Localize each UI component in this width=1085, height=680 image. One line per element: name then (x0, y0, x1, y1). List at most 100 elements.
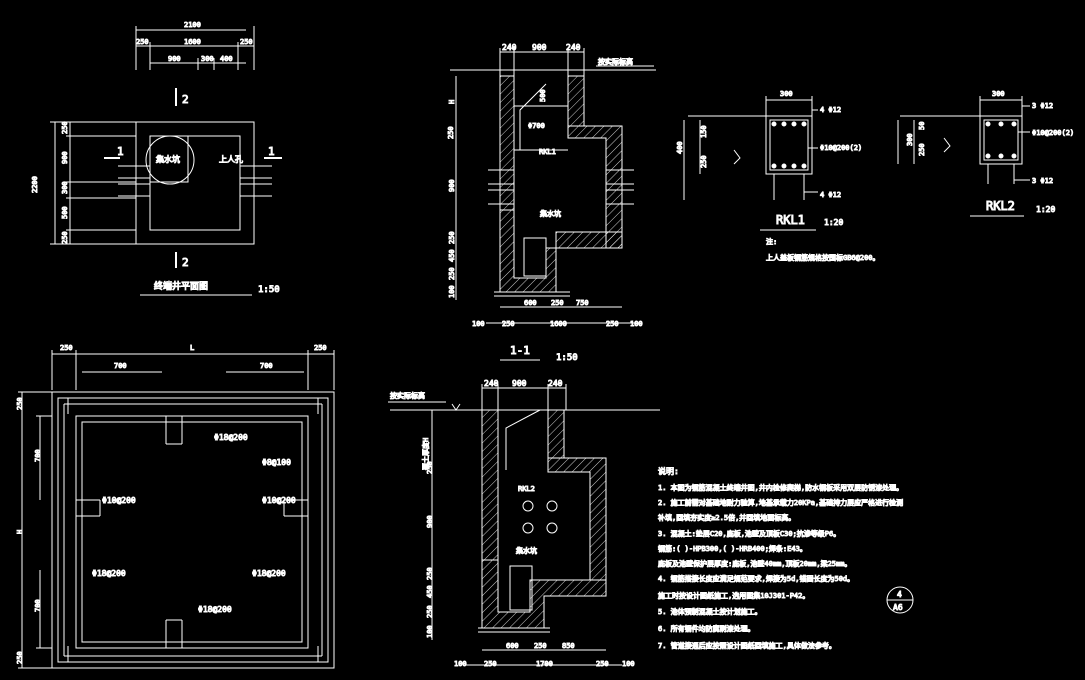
s11-dim-bot1-1: 600 (524, 299, 537, 307)
s22-dim-left-4: 450 (426, 585, 434, 598)
s11-dim-bot2-3: 1600 (550, 320, 567, 328)
plan-dim-l4: 500 (61, 206, 69, 219)
s11-dim-bot2-5: 100 (630, 320, 643, 328)
slab-rebar-6: Φ18@200 (252, 569, 286, 578)
s22-dim-top-2: 900 (512, 379, 527, 388)
s11-dim-top-1: 240 (502, 43, 517, 52)
plan-section-mark-top: 2 (182, 93, 189, 106)
rkl2-stirrup: Φ10@200(2) (1032, 129, 1074, 137)
slab-rebar-5: Φ18@200 (92, 569, 126, 578)
plan-dim-f: 400 (220, 55, 233, 63)
rkl1-title: RKL1 (776, 213, 805, 227)
rkl1-bar-bottom: 4 Φ12 (820, 191, 841, 199)
s22-dim-bot1-3: 850 (562, 642, 575, 650)
plan-dim-e: 300 (201, 55, 214, 63)
slab-rebar-7: Φ18@200 (198, 605, 232, 614)
slab-plan: 250 L 250 700 700 250 700 H 700 250 Φ18@… (16, 344, 335, 669)
s22-label-rkl2: RKL2 (518, 485, 535, 493)
rkl2-bar-bottom: 3 Φ12 (1032, 177, 1053, 185)
plan-dim-a: 250 (136, 38, 149, 46)
rkl2-left-dim-3: 250 (918, 143, 926, 156)
note-line-1: 1. 本图为钢筋混凝土终端井图,井内检修爬梯,防水钢板采用双层防锈漆处理。 (658, 483, 903, 492)
s22-label-sump: 集水坑 (516, 546, 537, 555)
s22-ground-note: 按实际标高 (390, 391, 425, 400)
s22-dim-bot1-2: 250 (534, 642, 547, 650)
s22-dim-left-2: 900 (426, 515, 434, 528)
plan-dim-height: 2200 (31, 176, 39, 193)
s22-dim-bot2-1: 100 (454, 660, 467, 668)
rkl1-stirrup: Φ10@200(2) (820, 144, 862, 152)
note-line-6: 底板及池壁保护层厚度:底板,池壁40mm,顶板20mm,梁25mm。 (658, 559, 851, 568)
plan-dim-l5: 250 (61, 231, 69, 244)
plan-sump-label: 集水坑 (156, 154, 180, 164)
slab-dim-left-1: 250 (16, 397, 24, 410)
s11-dim-top-3: 240 (566, 43, 581, 52)
slab-rebar-4: Φ10@200 (102, 496, 136, 505)
plan-dim-total: 2100 (184, 21, 201, 29)
s11-dim-left-6: 100 (448, 285, 456, 298)
slab-dim-left-H: H (16, 530, 24, 534)
s11-ground-note: 按实际标高 (598, 57, 633, 66)
s11-label-sump: 集水坑 (540, 209, 561, 218)
s22-dim-left-3: 250 (426, 567, 434, 580)
slab-rebar-1: Φ18@200 (214, 433, 248, 442)
slab-rebar-3: Φ10@200 (262, 496, 296, 505)
note-line-3: 补填,回填夯实度≥2.5倍,并回填地面标高。 (658, 513, 795, 522)
slab-dim-top-2: 250 (314, 344, 327, 352)
s22-dim-top-3: 240 (548, 379, 563, 388)
plan-dim-l2: 900 (61, 151, 69, 164)
rkl1-left-dim-1: 400 (676, 141, 684, 154)
note-line-9: 5. 池体预制混凝土按计划施工。 (658, 607, 762, 616)
note-line-7: 4. 钢筋搭接长度应满足规范要求,焊接为5d,锚固长度为50d。 (658, 574, 854, 583)
slab-dim-top-L: L (190, 344, 194, 352)
plan-dim-d: 900 (168, 55, 181, 63)
rkl1-left-dim-3: 250 (700, 155, 708, 168)
s11-label-500: 500 (539, 89, 547, 102)
plan-title: 终端井平面图 (154, 280, 208, 292)
s22-dim-left-1: 250 (426, 461, 434, 474)
plan-view: 2100 250 1600 250 900 300 400 2200 250 9… (31, 21, 282, 296)
plan-ladder-label: 上人孔 (219, 155, 243, 164)
rkl-note-body: 上人盖板钢筋规格按国标GB6@200。 (766, 253, 880, 262)
s11-label-rkl1: RKL1 (539, 148, 556, 156)
note-line-4: 3. 混凝土:垫层C20,底板,池壁及顶板C30;抗渗等级P6。 (658, 529, 840, 538)
s22-dim-left-h: 覆土厚度H (421, 438, 430, 470)
note-line-5: 钢筋:( )-HPB300,( )-HRB400;焊条:E43。 (658, 544, 807, 553)
note-line-11: 7. 管道接通后应按照设计图纸回填施工,具体做法参考。 (658, 641, 836, 650)
s22-dim-bot2-3: 1700 (536, 660, 553, 668)
rkl1-top-dim: 300 (780, 90, 793, 98)
s11-dim-left-2: 900 (448, 179, 456, 192)
s22-dim-left-5: 250 (426, 605, 434, 618)
slab-dim-top-4: 700 (260, 362, 273, 370)
s11-title: 1-1 (510, 344, 530, 357)
s22-dim-bot2-5: 100 (622, 660, 635, 668)
s11-dim-left-1: 250 (447, 126, 455, 139)
plan-section-mark-left: 1 (117, 145, 124, 158)
rkl2-title: RKL2 (986, 199, 1015, 213)
rkl2-top-dim: 300 (992, 90, 1005, 98)
slab-dim-left-2: 700 (34, 449, 42, 462)
s11-dim-left-h: H (448, 100, 456, 104)
s11-dim-bot2-4: 250 (606, 320, 619, 328)
s11-dim-top-2: 900 (532, 43, 547, 52)
s22-dim-bot1-1: 600 (506, 642, 519, 650)
rkl-note-head: 注: (766, 237, 777, 246)
rkl1-detail: 300 400 150 250 4 Φ12 Φ10@200(2) 4 Φ12 R… (676, 90, 881, 263)
rkl2-left-dim-2: 50 (918, 122, 926, 130)
s11-dim-bot2-1: 100 (472, 320, 485, 328)
rkl2-bar-top: 3 Φ12 (1032, 102, 1053, 110)
rkl1-left-dim-2: 150 (700, 125, 708, 138)
plan-scale: 1:50 (258, 285, 280, 295)
s11-dim-left-3: 250 (448, 231, 456, 244)
general-notes: 说明: 1. 本图为钢筋混凝土终端井图,井内检修爬梯,防水钢板采用双层防锈漆处理… (658, 466, 904, 651)
slab-dim-left-3: 700 (34, 599, 42, 612)
slab-dim-top-3: 700 (114, 362, 127, 370)
s22-dim-bot2-2: 250 (484, 660, 497, 668)
s22-dim-top-1: 240 (484, 379, 499, 388)
sheet-marker-number: 4 (897, 590, 902, 599)
s11-dim-left-5: 250 (448, 267, 456, 280)
rkl2-scale: 1:20 (1036, 205, 1055, 214)
rkl2-detail: 300 300 50 250 3 Φ12 Φ10@200(2) 3 Φ12 RK… (897, 90, 1075, 217)
rkl1-scale: 1:20 (824, 218, 843, 227)
